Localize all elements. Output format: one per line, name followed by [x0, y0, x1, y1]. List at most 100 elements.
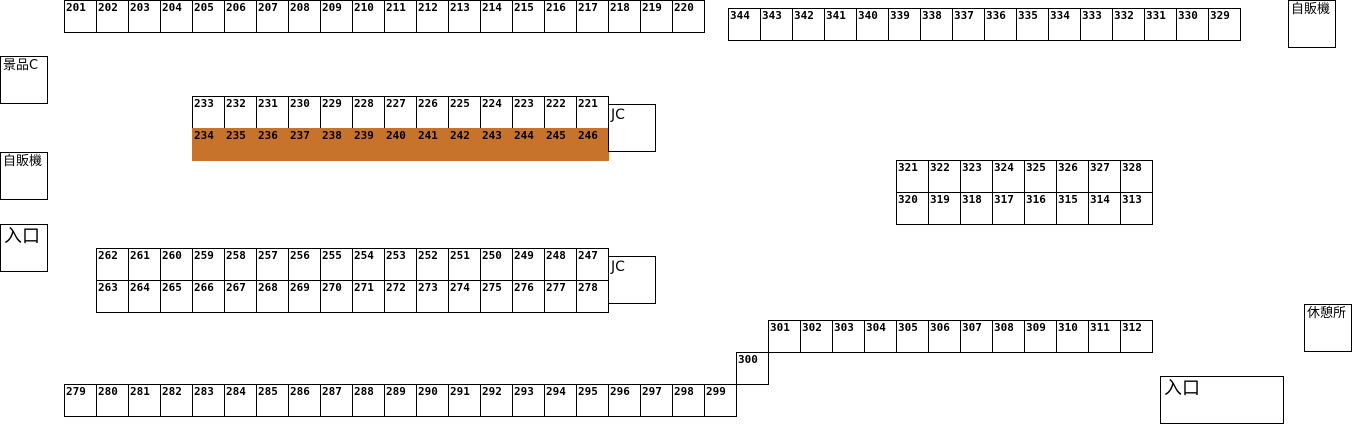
- booth-206[interactable]: 206: [224, 0, 257, 33]
- booth-230[interactable]: 230: [288, 96, 321, 129]
- booth-217[interactable]: 217: [576, 0, 609, 33]
- booth-222[interactable]: 222: [544, 96, 577, 129]
- booth-203[interactable]: 203: [128, 0, 161, 33]
- booth-241[interactable]: 241: [416, 128, 449, 161]
- booth-322[interactable]: 322: [928, 160, 961, 193]
- booth-259[interactable]: 259: [192, 248, 225, 281]
- booth-221[interactable]: 221: [576, 96, 609, 129]
- booth-312[interactable]: 312: [1120, 320, 1153, 353]
- booth-307[interactable]: 307: [960, 320, 993, 353]
- booth-324[interactable]: 324: [992, 160, 1025, 193]
- booth-321[interactable]: 321: [896, 160, 929, 193]
- booth-225[interactable]: 225: [448, 96, 481, 129]
- booth-262[interactable]: 262: [96, 248, 129, 281]
- booth-316[interactable]: 316: [1024, 192, 1057, 225]
- booth-283[interactable]: 283: [192, 384, 225, 417]
- booth-271[interactable]: 271: [352, 280, 385, 313]
- booth-224[interactable]: 224: [480, 96, 513, 129]
- booth-286[interactable]: 286: [288, 384, 321, 417]
- booth-229[interactable]: 229: [320, 96, 353, 129]
- booth-299[interactable]: 299: [704, 384, 737, 417]
- booth-337[interactable]: 337: [952, 8, 985, 41]
- booth-270[interactable]: 270: [320, 280, 353, 313]
- booth-280[interactable]: 280: [96, 384, 129, 417]
- booth-310[interactable]: 310: [1056, 320, 1089, 353]
- booth-269[interactable]: 269: [288, 280, 321, 313]
- booth-218[interactable]: 218: [608, 0, 641, 33]
- booth-234[interactable]: 234: [192, 128, 225, 161]
- booth-327[interactable]: 327: [1088, 160, 1121, 193]
- booth-257[interactable]: 257: [256, 248, 289, 281]
- booth-325[interactable]: 325: [1024, 160, 1057, 193]
- booth-205[interactable]: 205: [192, 0, 225, 33]
- booth-232[interactable]: 232: [224, 96, 257, 129]
- booth-311[interactable]: 311: [1088, 320, 1121, 353]
- booth-302[interactable]: 302: [800, 320, 833, 353]
- booth-215[interactable]: 215: [512, 0, 545, 33]
- booth-235[interactable]: 235: [224, 128, 257, 161]
- booth-263[interactable]: 263: [96, 280, 129, 313]
- booth-343[interactable]: 343: [760, 8, 793, 41]
- booth-338[interactable]: 338: [920, 8, 953, 41]
- booth-313[interactable]: 313: [1120, 192, 1153, 225]
- booth-242[interactable]: 242: [448, 128, 481, 161]
- booth-216[interactable]: 216: [544, 0, 577, 33]
- booth-334[interactable]: 334: [1048, 8, 1081, 41]
- booth-336[interactable]: 336: [984, 8, 1017, 41]
- booth-297[interactable]: 297: [640, 384, 673, 417]
- booth-333[interactable]: 333: [1080, 8, 1113, 41]
- booth-303[interactable]: 303: [832, 320, 865, 353]
- booth-227[interactable]: 227: [384, 96, 417, 129]
- booth-266[interactable]: 266: [192, 280, 225, 313]
- booth-226[interactable]: 226: [416, 96, 449, 129]
- booth-202[interactable]: 202: [96, 0, 129, 33]
- booth-340[interactable]: 340: [856, 8, 889, 41]
- booth-252[interactable]: 252: [416, 248, 449, 281]
- booth-211[interactable]: 211: [384, 0, 417, 33]
- booth-328[interactable]: 328: [1120, 160, 1153, 193]
- booth-228[interactable]: 228: [352, 96, 385, 129]
- booth-267[interactable]: 267: [224, 280, 257, 313]
- booth-272[interactable]: 272: [384, 280, 417, 313]
- booth-318[interactable]: 318: [960, 192, 993, 225]
- booth-319[interactable]: 319: [928, 192, 961, 225]
- booth-301[interactable]: 301: [768, 320, 801, 353]
- booth-330[interactable]: 330: [1176, 8, 1209, 41]
- booth-291[interactable]: 291: [448, 384, 481, 417]
- booth-344[interactable]: 344: [728, 8, 761, 41]
- booth-278[interactable]: 278: [576, 280, 609, 313]
- booth-261[interactable]: 261: [128, 248, 161, 281]
- booth-295[interactable]: 295: [576, 384, 609, 417]
- booth-300[interactable]: 300: [736, 352, 769, 385]
- booth-317[interactable]: 317: [992, 192, 1025, 225]
- booth-244[interactable]: 244: [512, 128, 545, 161]
- booth-214[interactable]: 214: [480, 0, 513, 33]
- booth-247[interactable]: 247: [576, 248, 609, 281]
- booth-309[interactable]: 309: [1024, 320, 1057, 353]
- booth-239[interactable]: 239: [352, 128, 385, 161]
- booth-249[interactable]: 249: [512, 248, 545, 281]
- booth-329[interactable]: 329: [1208, 8, 1241, 41]
- booth-296[interactable]: 296: [608, 384, 641, 417]
- booth-279[interactable]: 279: [64, 384, 97, 417]
- booth-209[interactable]: 209: [320, 0, 353, 33]
- booth-219[interactable]: 219: [640, 0, 673, 33]
- booth-335[interactable]: 335: [1016, 8, 1049, 41]
- booth-342[interactable]: 342: [792, 8, 825, 41]
- booth-236[interactable]: 236: [256, 128, 289, 161]
- booth-274[interactable]: 274: [448, 280, 481, 313]
- booth-292[interactable]: 292: [480, 384, 513, 417]
- booth-323[interactable]: 323: [960, 160, 993, 193]
- booth-320[interactable]: 320: [896, 192, 929, 225]
- booth-276[interactable]: 276: [512, 280, 545, 313]
- booth-284[interactable]: 284: [224, 384, 257, 417]
- booth-304[interactable]: 304: [864, 320, 897, 353]
- booth-273[interactable]: 273: [416, 280, 449, 313]
- booth-237[interactable]: 237: [288, 128, 321, 161]
- booth-213[interactable]: 213: [448, 0, 481, 33]
- booth-250[interactable]: 250: [480, 248, 513, 281]
- booth-231[interactable]: 231: [256, 96, 289, 129]
- booth-207[interactable]: 207: [256, 0, 289, 33]
- booth-238[interactable]: 238: [320, 128, 353, 161]
- booth-287[interactable]: 287: [320, 384, 353, 417]
